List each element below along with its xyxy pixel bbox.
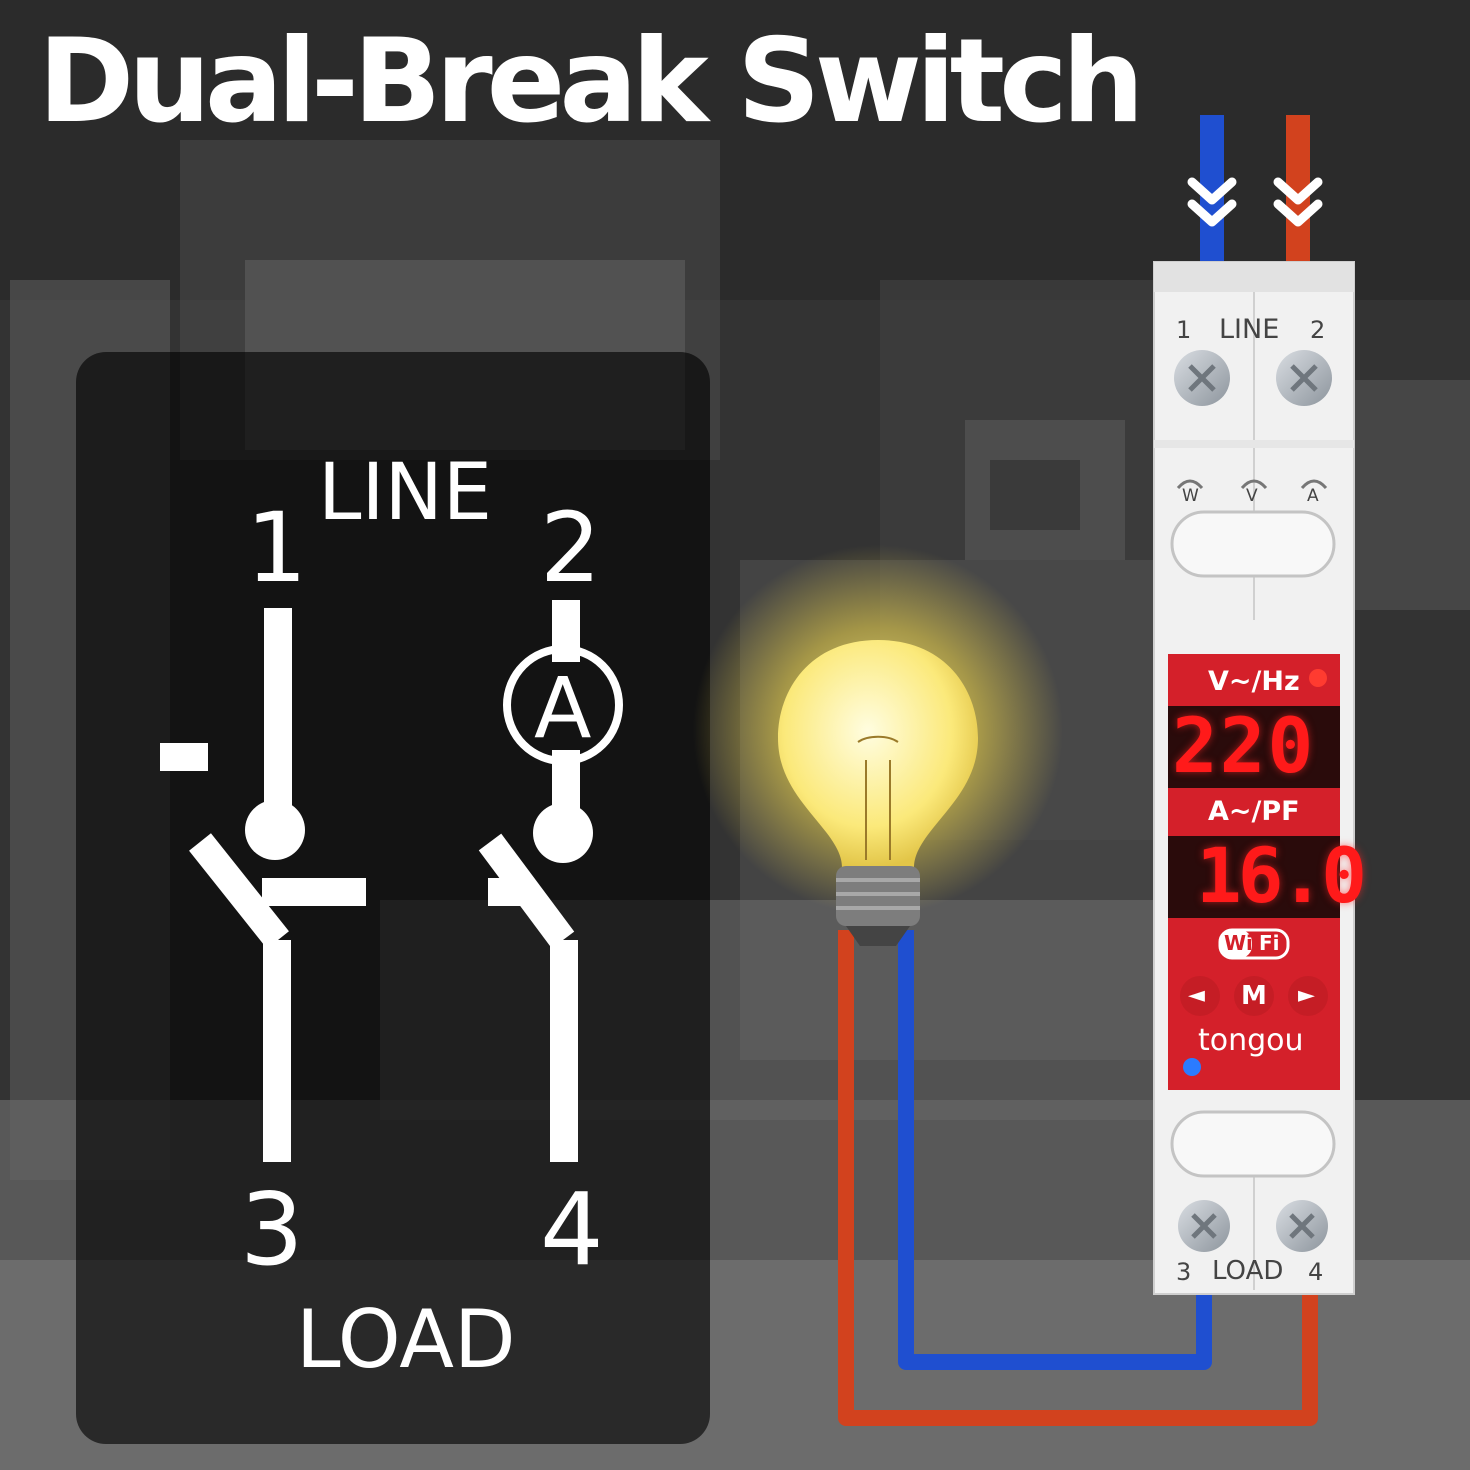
schematic-ammeter-symbol: A: [534, 659, 592, 757]
display-bottom-label: A~/PF: [1208, 796, 1300, 827]
schematic-terminal-4: 4: [540, 1171, 604, 1288]
right-button[interactable]: ►: [1298, 983, 1315, 1008]
schematic-drawing: [160, 600, 623, 1162]
light-bulb-icon: [693, 545, 1063, 946]
voltage-readout: 220: [1172, 701, 1316, 790]
indicator-a-label: A: [1307, 486, 1319, 506]
device-terminal-4: 4: [1308, 1258, 1324, 1286]
mode-button[interactable]: M: [1241, 981, 1267, 1011]
brand-logo: tongou: [1198, 1023, 1304, 1058]
meter-device: [1153, 261, 1355, 1295]
flow-chevrons-icon: [1187, 177, 1323, 227]
load-neutral-wire: [898, 930, 1212, 1370]
schematic-panel: [76, 352, 710, 1444]
schematic-terminal-1: 1: [246, 492, 308, 604]
indicator-v-label: V: [1246, 486, 1258, 506]
left-button[interactable]: ◄: [1188, 983, 1205, 1008]
display-top-label: V~/Hz: [1208, 666, 1300, 697]
schematic-line-label: LINE: [318, 448, 493, 538]
schematic-load-label: LOAD: [296, 1293, 516, 1386]
wifi-badge-left: Wi: [1224, 931, 1253, 955]
current-readout: 16.0: [1196, 831, 1367, 920]
wires: [838, 115, 1318, 1426]
device-line-label: LINE: [1219, 314, 1280, 345]
device-load-label: LOAD: [1212, 1256, 1284, 1286]
wifi-badge-right: Fi: [1259, 931, 1280, 955]
device-terminal-1: 1: [1176, 316, 1192, 344]
indicator-w-label: W: [1182, 486, 1199, 506]
load-live-wire: [838, 930, 1318, 1426]
schematic-terminal-3: 3: [240, 1171, 304, 1288]
schematic-terminal-2: 2: [540, 492, 602, 604]
device-terminal-2: 2: [1310, 316, 1326, 344]
headline: Dual-Break Switch: [38, 14, 1144, 149]
device-terminal-3: 3: [1176, 1258, 1192, 1286]
